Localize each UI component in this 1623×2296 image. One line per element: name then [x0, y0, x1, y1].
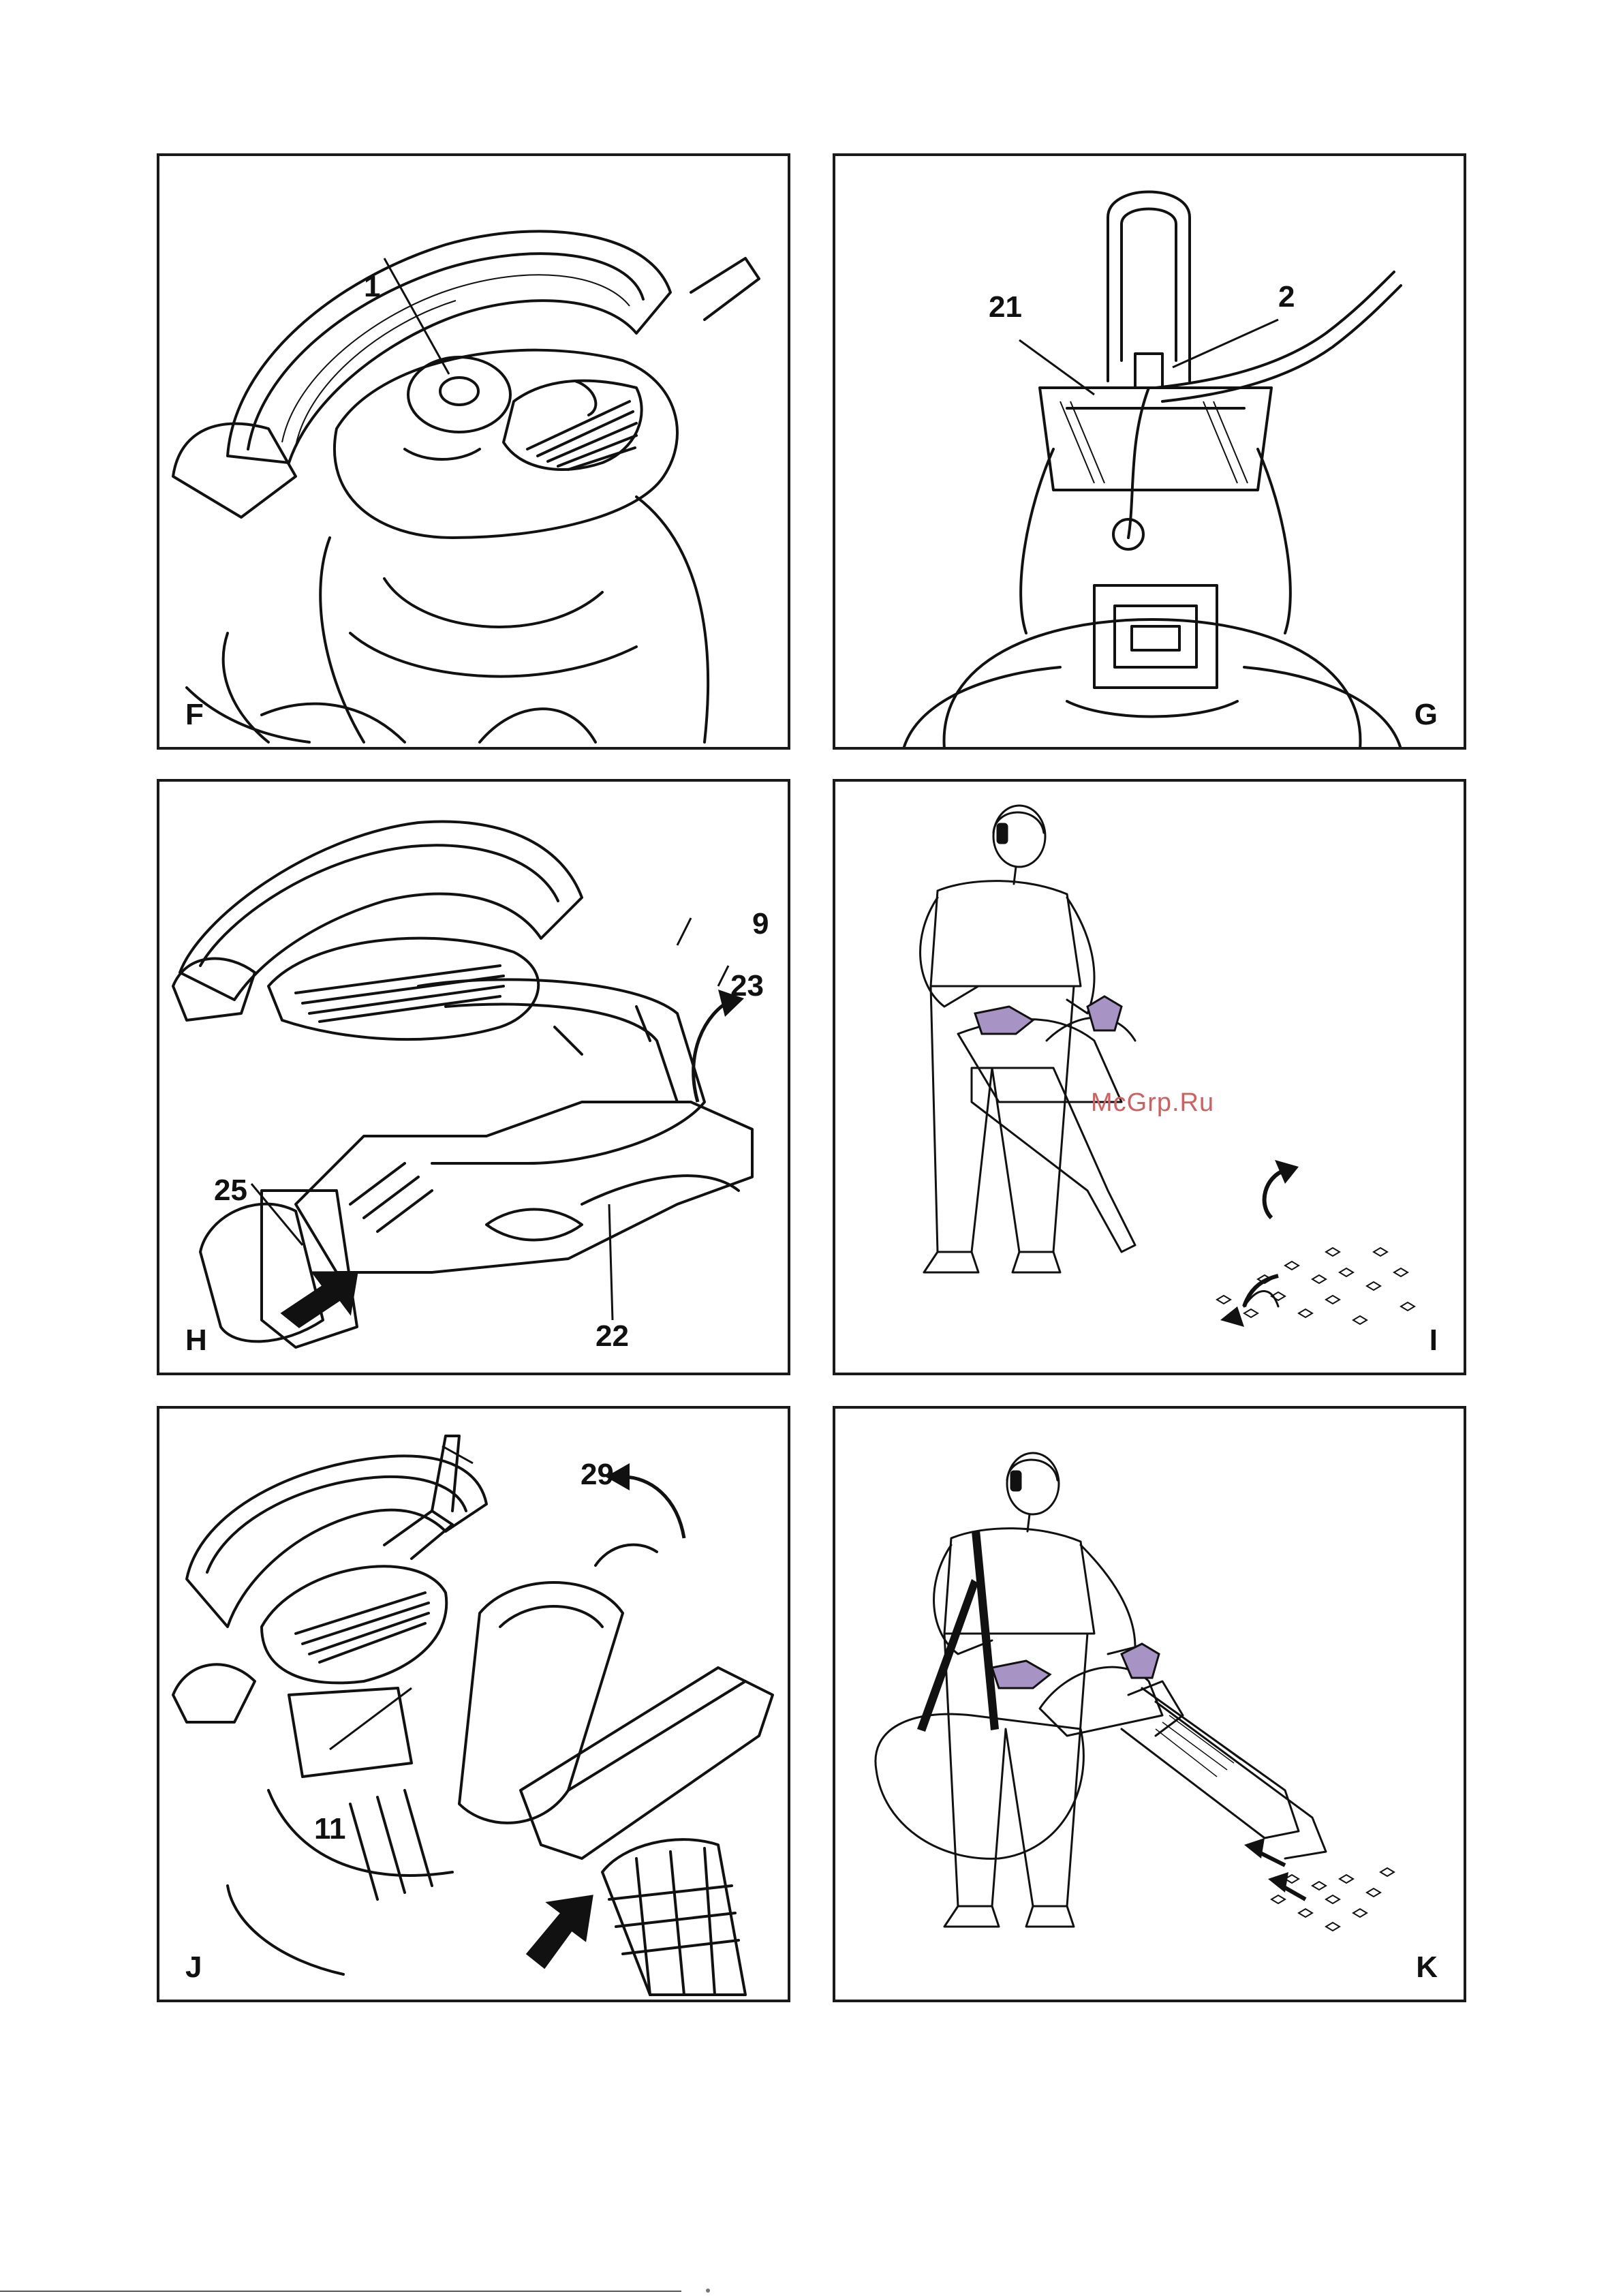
footer-mark: [706, 2289, 710, 2293]
callout-label: 2: [1278, 282, 1295, 312]
figure-panel-g: 21 2 G: [833, 153, 1466, 750]
left-glove: [975, 1007, 1033, 1034]
watermark: McGrp.Ru: [1091, 1088, 1214, 1118]
vacuum-tube-fitting-illustration: [159, 1409, 790, 2002]
blower-tube-fitting-illustration: [159, 782, 790, 1375]
figure-panel-i: McGrp.Ru I: [833, 779, 1466, 1375]
callout-label: 25: [214, 1176, 247, 1206]
operator-vacuuming-leaves-illustration: [835, 1409, 1466, 2002]
figure-panel-f: 1 F: [157, 153, 790, 750]
panel-letter: H: [185, 1323, 207, 1358]
callout-label: 21: [989, 292, 1022, 322]
panel-letter: F: [185, 698, 204, 732]
callout-label: 11: [314, 1814, 346, 1844]
callout-label: 22: [596, 1321, 629, 1351]
operator-blowing-leaves-illustration: [835, 782, 1466, 1375]
footer-rule: [0, 2291, 681, 2292]
callout-label: 9: [752, 909, 769, 939]
blower-speed-dial-illustration: [159, 156, 790, 750]
callout-label: 23: [730, 971, 764, 1001]
panel-letter: I: [1429, 1323, 1438, 1358]
callout-label: 29: [581, 1460, 614, 1490]
figure-panel-j: 29 11 J: [157, 1406, 790, 2002]
panel-letter: K: [1416, 1950, 1438, 1985]
right-glove: [1087, 996, 1122, 1030]
figure-panel-k: K: [833, 1406, 1466, 2002]
cable-retainer-illustration: [835, 156, 1466, 750]
panel-letter: G: [1415, 698, 1438, 732]
panel-letter: J: [185, 1950, 202, 1985]
figure-panel-h: 9 23 25 22 H: [157, 779, 790, 1375]
left-glove: [992, 1661, 1050, 1688]
callout-label: 1: [364, 272, 380, 302]
